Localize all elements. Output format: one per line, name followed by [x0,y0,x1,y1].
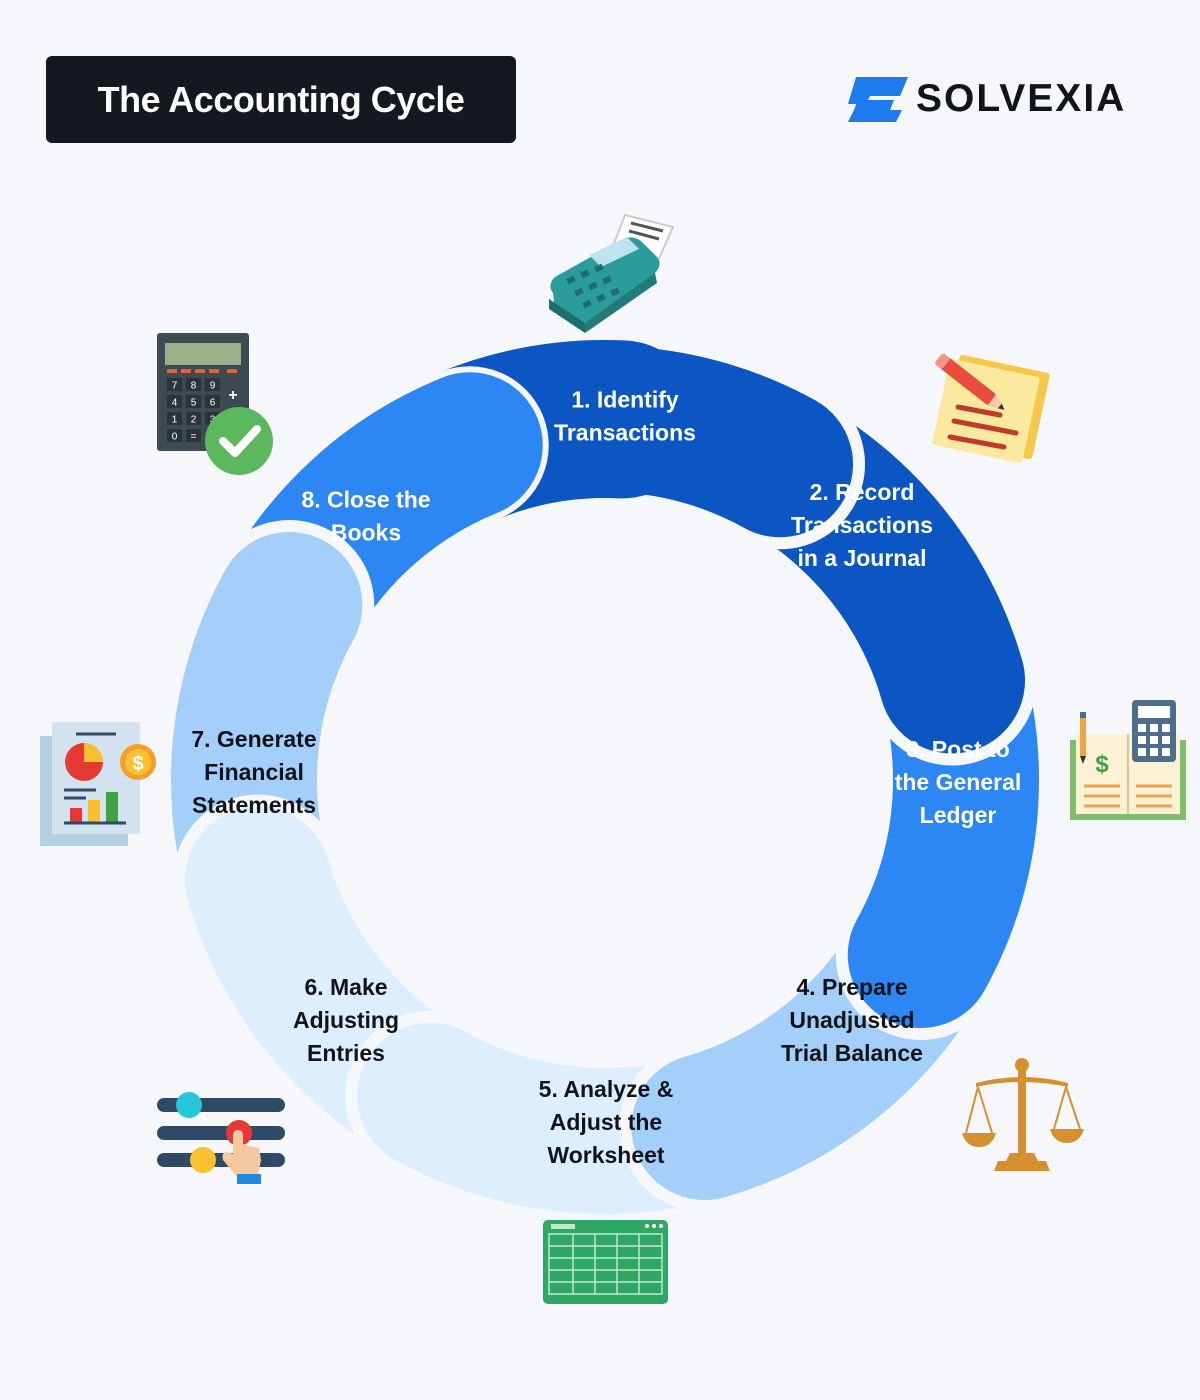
solvexia-logo-icon [848,77,908,122]
calculator-keypad: 7894561230=+ [167,378,238,443]
calculator-key-label: 1 [172,415,178,426]
step-label-line: 5. Analyze & [539,1076,674,1102]
calculator-key [167,395,182,408]
step-label-line: Adjust the [550,1109,662,1135]
spreadsheet-icon [543,1220,668,1304]
calculator-key-label: 0 [172,432,178,443]
calculator-key-label: = [191,432,197,443]
calculator-key [205,395,220,408]
step-label-line: Trial Balance [781,1040,923,1066]
calculator-key-label: 9 [210,381,216,392]
calculator-key-label: 8 [191,381,197,392]
calculator-key-label: 2 [191,415,197,426]
step-label-line: Financial [204,759,304,785]
step-label-line: 7. Generate [191,726,316,752]
calculator-key-label: 5 [191,398,197,409]
page-title-box: The Accounting Cycle [46,56,516,143]
step-label-line: 3. Post to [906,736,1010,762]
cycle-ring [159,334,1051,1226]
step-label-line: Adjusting [293,1007,399,1033]
notepad-pencil-icon [932,353,1050,464]
card-terminal-icon [549,213,675,333]
step-label-line: Entries [307,1040,385,1066]
step-label-line: Transactions [791,512,933,538]
step-label-line: Statements [192,792,316,818]
calculator-key [186,378,201,391]
calculator-key-label: 7 [172,381,178,392]
slider-adjust-icon [157,1092,285,1184]
step-label-line: 4. Prepare [796,974,907,1000]
step-label-line: Books [331,520,401,546]
plus-icon: + [228,387,237,404]
svg-text:$: $ [1095,751,1109,778]
calculator-key [186,395,201,408]
calculator-key [205,378,220,391]
calculator-key [186,429,201,442]
calculator-key [167,378,182,391]
step-label-line: Ledger [920,802,997,828]
brand-name: SOLVEXIA [916,77,1127,120]
calculator-key [167,429,182,442]
calculator-key [186,412,201,425]
step-label-line: 6. Make [304,974,387,1000]
page-title: The Accounting Cycle [97,78,465,120]
step-label-line: Worksheet [547,1142,665,1168]
cycle-segment-1 [440,340,702,519]
step-label-line: 8. Close the [301,487,430,513]
calculator-key-label: 6 [210,398,216,409]
step-label-line: the General [895,769,1022,795]
step-label-line: Transactions [554,420,696,446]
calculator-check-icon: 7894561230=+ [157,333,273,475]
balance-scale-icon [962,1058,1084,1171]
brand-logo: SOLVEXIA [846,74,1126,124]
step-label-line: Unadjusted [789,1007,914,1033]
step-label-line: 1. Identify [571,387,679,413]
financial-report-icon: $ [40,722,156,846]
calculator-key [167,412,182,425]
step-label-line: in a Journal [797,545,926,571]
step-label-line: 2. Record [810,479,915,505]
calculator-key-label: 4 [172,398,178,409]
ledger-book-calculator-icon: $ [1070,700,1186,820]
svg-text:$: $ [132,753,143,775]
